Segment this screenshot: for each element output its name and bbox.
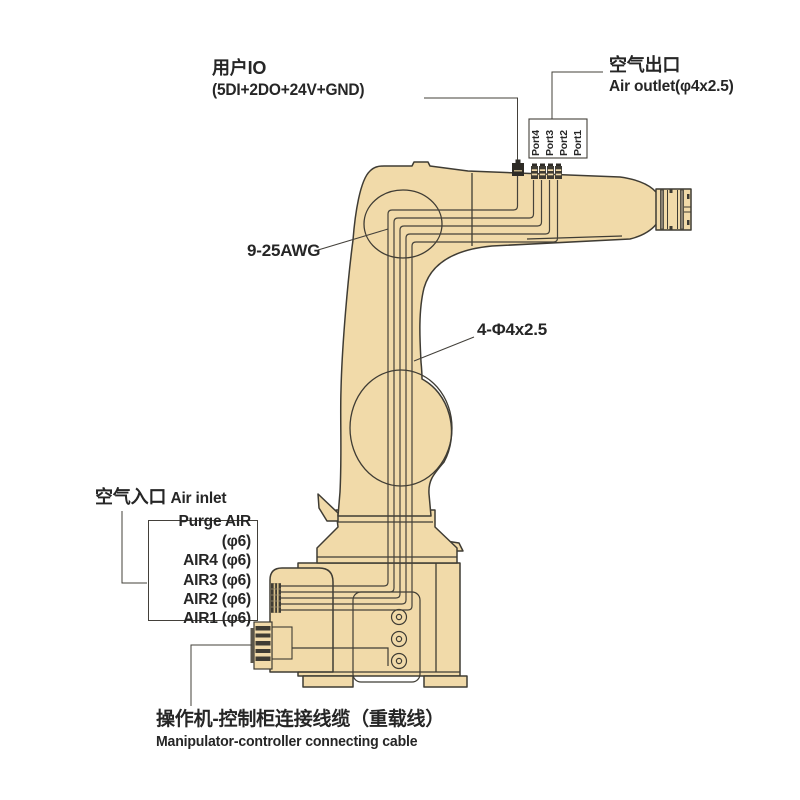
port-label: Port2 (558, 130, 570, 156)
tube-spec-label: 4-Φ4x2.5 (477, 320, 548, 339)
air-outlet-label-en: Air outlet(φ4x2.5) (609, 78, 734, 95)
air-inlet-port-item: AIR2 (φ6) (183, 590, 251, 608)
base-panel (292, 591, 421, 683)
air-inlet-label: 空气入口 Air inlet (95, 485, 227, 509)
leader-awg (317, 228, 389, 251)
air-inlet-port-item: AIR1 (φ6) (183, 610, 251, 628)
air-inlet-port-item: Purge AIR (φ6) (178, 513, 251, 550)
air-inlet-port-list: Purge AIR (φ6) AIR4 (φ6)AIR3 (φ6)AIR2 (φ6… (148, 513, 258, 627)
heavy-cable-connector (250, 621, 293, 670)
port-label: Port4 (530, 130, 542, 156)
connecting-cable-label-en: Manipulator-controller connecting cable (156, 733, 418, 750)
air-inlet-fittings (271, 583, 281, 613)
air-inlet-label-en: Air inlet (170, 490, 227, 507)
user-io-label: 用户IO (5DI+2DO+24V+GND) (212, 56, 374, 100)
wrist-flange-detail (660, 189, 691, 230)
cable-gauge-label: 9-25AWG (247, 241, 321, 260)
air-outlet-label: 空气出口 Air outlet(φ4x2.5) (609, 53, 734, 97)
air-outlet-port-fittings (531, 163, 562, 179)
leader-air-outlet (551, 71, 603, 119)
user-io-label-cn: 用户IO (212, 58, 267, 78)
leader-connecting-cable (190, 644, 252, 706)
connecting-cable-label: 操作机-控制柜连接线缆（重载线） Manipulator-controller … (156, 707, 444, 752)
port-label-box (528, 118, 588, 159)
leader-tube-spec (413, 336, 475, 362)
leader-lines (121, 71, 603, 706)
leader-air-inlet (121, 511, 147, 584)
connecting-cable-label-cn: 操作机-控制柜连接线缆（重载线） (156, 709, 445, 730)
air-outlet-label-cn: 空气出口 (609, 55, 681, 75)
internal-tubes (281, 176, 559, 611)
robot-j1-flange (316, 493, 458, 564)
port-label: Port1 (572, 130, 584, 156)
port-label: Port3 (544, 130, 556, 156)
robot-arm (337, 161, 664, 517)
air-inlet-port-item: AIR3 (φ6) (183, 571, 251, 589)
air-inlet-port-item: AIR4 (φ6) (183, 552, 251, 570)
leader-user-io (424, 97, 518, 160)
user-io-connector (512, 159, 524, 176)
air-inlet-label-cn: 空气入口 (95, 487, 167, 507)
joint-circles (298, 173, 623, 673)
user-io-label-spec: (5DI+2DO+24V+GND) (212, 81, 365, 99)
